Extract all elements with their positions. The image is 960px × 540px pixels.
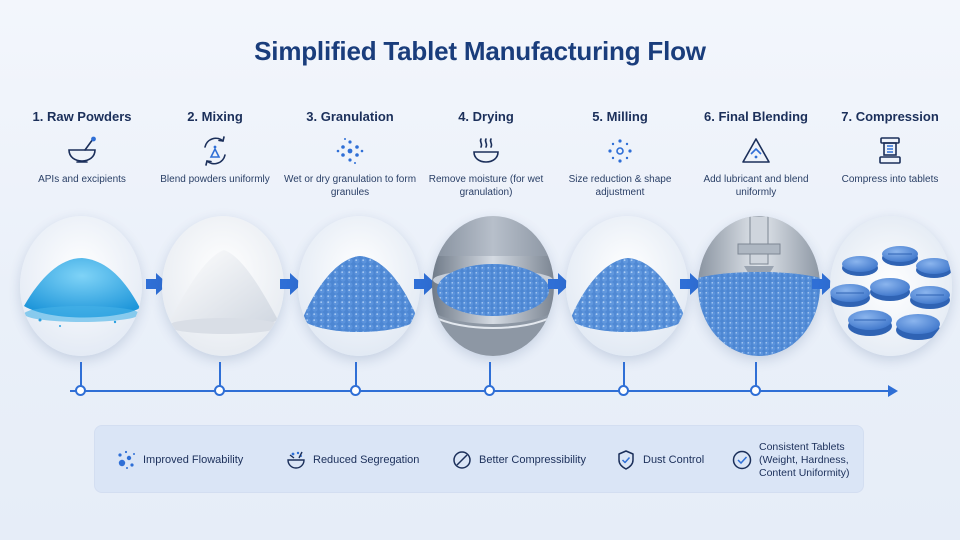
blue-tablets-image [830,216,952,356]
step-title: 4. Drying [416,109,556,124]
segregation-bowl-icon [285,449,307,471]
benefit-item: Dust Control [615,426,704,494]
mixing-cycle-icon [195,134,235,168]
flowability-dots-icon [115,449,137,471]
step-title: 1. Raw Powders [12,109,152,124]
blue-powder-pile-image [20,216,142,356]
benefit-label: Reduced Segregation [313,454,419,467]
page-title: Simplified Tablet Manufacturing Flow [0,36,960,67]
mortar-pestle-icon [62,134,102,168]
timeline-arrowhead [888,385,898,397]
compressibility-icon [451,449,473,471]
step-title: 7. Compression [820,109,960,124]
benefit-item: Improved Flowability [115,426,243,494]
timeline-node [618,385,629,396]
benefit-label: Better Compressibility [479,454,586,467]
timeline-node [750,385,761,396]
step-desc: Blend powders uniformly [145,173,285,186]
step-title: 3. Granulation [280,109,420,124]
benefit-label: Dust Control [643,454,704,467]
benefit-label-group: Consistent Tablets (Weight, Hardness, Co… [759,441,859,480]
benefit-label: Consistent Tablets [759,441,845,453]
step-title: 6. Final Blending [686,109,826,124]
benefit-item: Consistent Tablets (Weight, Hardness, Co… [731,426,859,494]
step-desc: APIs and excipients [12,173,152,186]
timeline-node [484,385,495,396]
milled-granules-pile-image [566,216,688,356]
granules-cluster-icon [330,134,370,168]
step-desc: Size reduction & shape adjustment [550,173,690,199]
milling-dots-icon [600,134,640,168]
benefit-item: Better Compressibility [451,426,586,494]
timeline-node [214,385,225,396]
step-title: 2. Mixing [145,109,285,124]
blending-triangle-icon [736,134,776,168]
granules-in-dryer-image [432,216,554,356]
check-circle-icon [731,449,753,471]
benefit-sublabel: (Weight, Hardness, Content Uniformity) [759,454,859,480]
granules-with-blender-image [698,216,820,356]
step-desc: Compress into tablets [820,173,960,186]
benefit-item: Reduced Segregation [285,426,419,494]
benefits-panel: Improved Flowability Reduced Segregation… [94,425,864,493]
timeline-node [350,385,361,396]
step-desc: Wet or dry granulation to form granules [280,173,420,199]
step-desc: Add lubricant and blend uniformly [686,173,826,199]
white-powder-pile-image [162,216,284,356]
tablet-press-icon [870,134,910,168]
benefit-label: Improved Flowability [143,454,243,467]
step-desc: Remove moisture (for wet granulation) [416,173,556,199]
timeline-node [75,385,86,396]
shield-check-icon [615,449,637,471]
steam-bowl-icon [466,134,506,168]
blue-granules-pile-image [298,216,420,356]
timeline-line [70,390,892,392]
step-title: 5. Milling [550,109,690,124]
